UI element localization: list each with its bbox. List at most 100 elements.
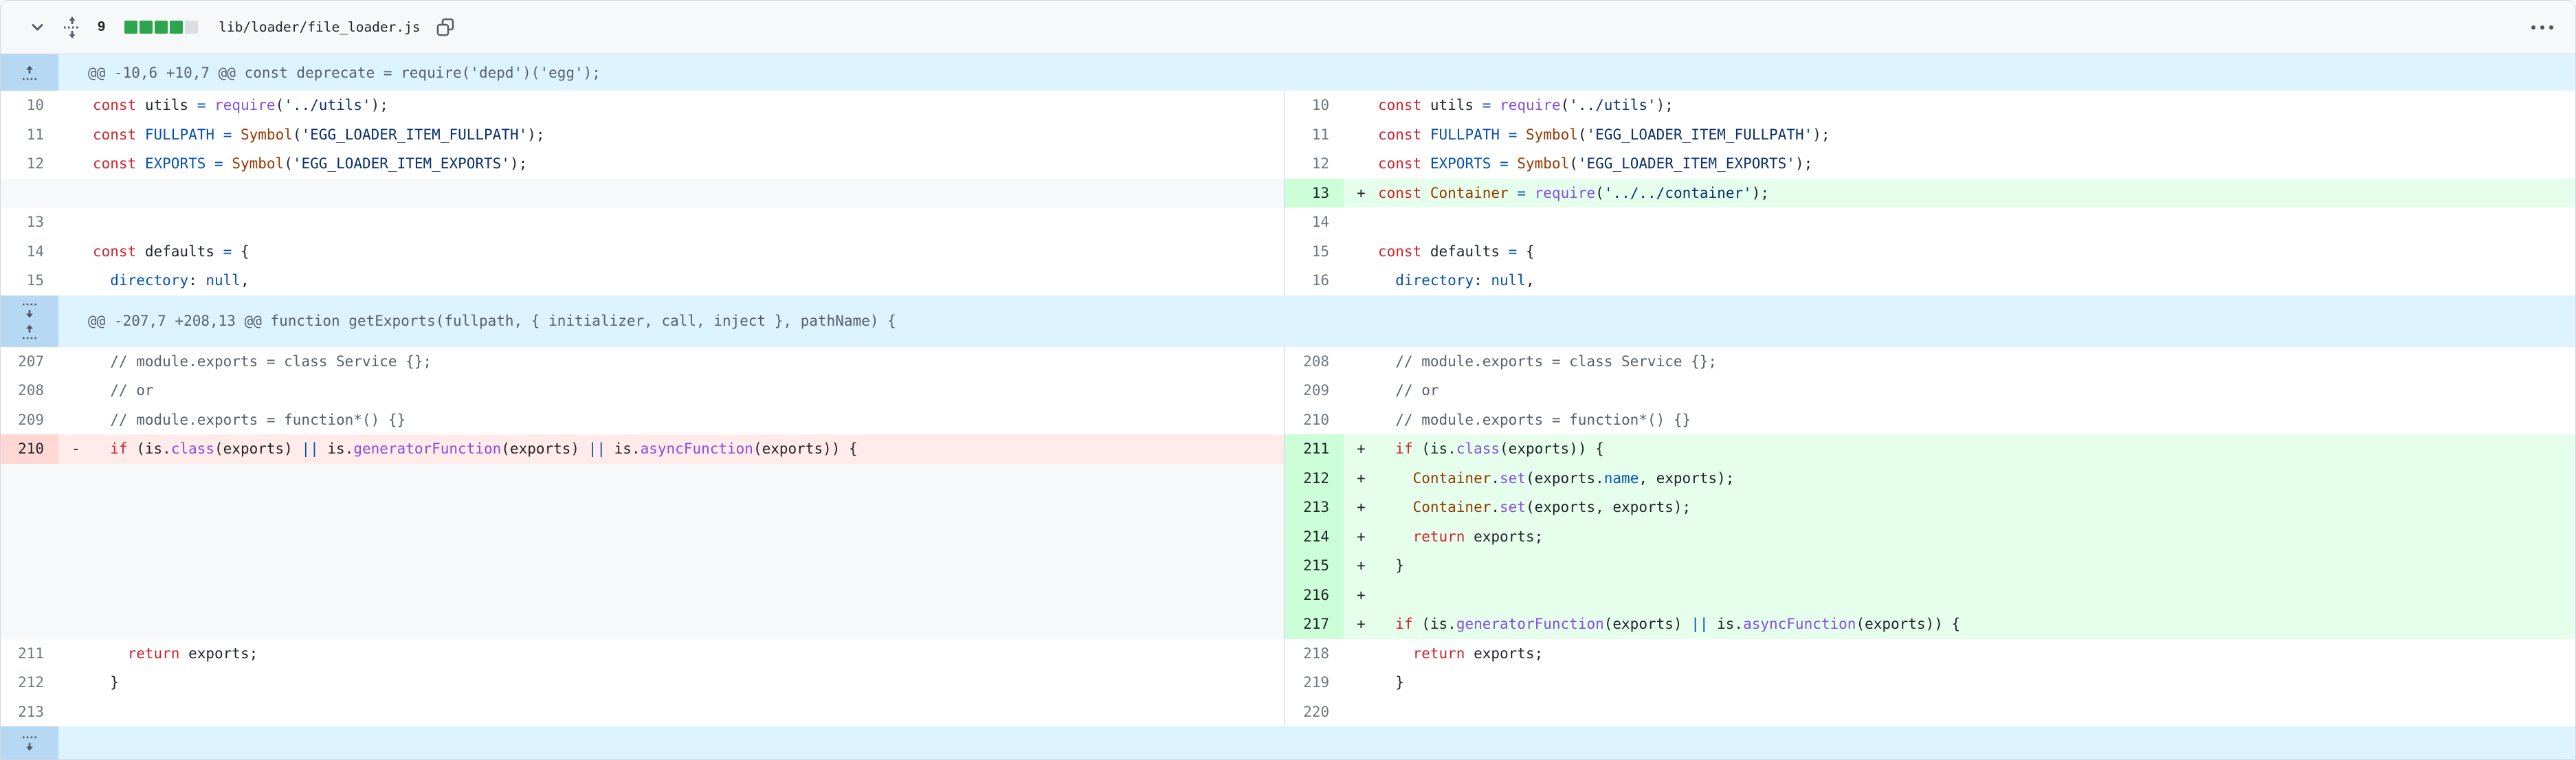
hunk-header-text: @@ -10,6 +10,7 @@ const deprecate = requ… [88,64,601,81]
diff-row: 211 return exports;218 return exports; [1,638,2575,669]
diff-row: 212 }219 } [1,668,2575,697]
diff-marker [58,120,93,150]
diff-marker [58,266,93,295]
code-text: // or [93,382,154,399]
line-number[interactable]: 14 [26,243,44,260]
code-text: directory: null, [1395,272,1535,289]
line-number[interactable]: 11 [1311,126,1329,143]
empty-cell [1,463,1284,493]
code-text [1378,208,2575,237]
diff-row: 207 // module.exports = class Service {}… [1,346,2575,377]
line-number[interactable]: 12 [1311,155,1329,172]
diff-marker [1344,347,1378,377]
fold-down-icon[interactable] [21,734,38,753]
file-options-button[interactable] [2529,23,2556,32]
code-text: const EXPORTS = Symbol('EGG_LOADER_ITEM_… [1378,155,1813,172]
line-number[interactable]: 207 [18,353,44,370]
diffstat-added-block [155,21,168,34]
line-number[interactable]: 10 [1311,97,1329,113]
added-line: 217+ if (is.generatorFunction(exports) |… [1284,610,2575,639]
context-line: 16 directory: null, [1284,266,2575,295]
diff-row: 213 220 [1,697,2575,727]
line-number[interactable]: 213 [18,703,44,720]
line-number[interactable]: 13 [1285,178,1344,208]
line-number[interactable]: 208 [18,382,44,399]
context-line: 218 return exports; [1284,638,2575,669]
code-text: const FULLPATH = Symbol('EGG_LOADER_ITEM… [1378,126,1830,143]
context-line: 207 // module.exports = class Service {}… [1,347,1284,377]
diff-row: 13+const Container = require('../../cont… [1,178,2575,208]
diff-row: 15 directory: null,16 directory: null, [1,266,2575,295]
context-line: 211 return exports; [1,639,1284,669]
diff-marker [1344,91,1378,120]
context-line: 210 // module.exports = function*() {} [1284,405,2575,435]
context-line: 12 const EXPORTS = Symbol('EGG_LOADER_ITE… [1284,149,2575,179]
diff-marker [1344,639,1378,669]
line-number[interactable]: 220 [1303,703,1329,720]
diff-marker [1344,405,1378,435]
line-number[interactable]: 210 [1,434,58,464]
diff-marker [1344,208,1378,237]
line-number[interactable]: 14 [1311,214,1329,230]
kebab-icon [2529,23,2556,32]
diff-marker [58,347,93,377]
diff-row: 13 14 [1,208,2575,237]
code-text: const defaults = { [1378,243,1535,260]
context-line: 14 [1284,208,2575,237]
diff-marker: + [1357,557,1366,574]
code-text: return exports; [127,645,258,662]
diff-marker: + [1357,469,1366,487]
line-number[interactable]: 212 [1285,463,1344,493]
diff-marker: + [1357,616,1366,632]
diff-marker [58,405,93,435]
line-number[interactable]: 212 [18,674,44,691]
line-number[interactable]: 216 [1285,580,1344,610]
empty-cell [1,610,1284,639]
line-number[interactable]: 210 [1303,411,1329,428]
added-line: 13+const Container = require('../../cont… [1284,178,2575,208]
line-number[interactable]: 218 [1303,645,1329,662]
line-number[interactable]: 217 [1285,610,1344,639]
diff-body: @@ -10,6 +10,7 @@ const deprecate = requ… [1,54,2575,759]
line-number[interactable]: 11 [26,126,44,143]
copy-path-button[interactable] [436,18,455,37]
fold-down-icon[interactable] [21,301,38,320]
expander-button[interactable] [1,295,58,347]
line-number[interactable]: 209 [1303,382,1329,399]
context-line: 219 } [1284,668,2575,697]
file-path-link[interactable]: lib/loader/file_loader.js [219,19,421,35]
diffstat-added-block [124,21,138,34]
code-text: } [93,674,119,691]
line-number[interactable]: 15 [26,272,44,289]
fold-up-icon[interactable] [21,63,38,82]
line-number[interactable]: 219 [1303,674,1329,691]
line-number[interactable]: 208 [1303,353,1329,370]
expander-button[interactable] [1,726,58,759]
expander-button[interactable] [1,54,58,91]
context-line: 15 const defaults = { [1284,236,2575,266]
chevron-down-icon [28,18,47,36]
context-line: 213 [1,697,1284,727]
line-number[interactable]: 13 [26,214,44,230]
line-number[interactable]: 15 [1311,243,1329,260]
expand-all-button[interactable] [62,15,82,40]
diff-marker [58,91,93,120]
diff-row: 210- if (is.class(exports) || is.generat… [1,434,2575,464]
line-number[interactable]: 213 [1285,493,1344,522]
line-number[interactable]: 209 [18,411,44,428]
line-number[interactable]: 214 [1285,522,1344,551]
line-number[interactable]: 211 [18,645,44,662]
line-number[interactable]: 10 [26,97,44,113]
line-number[interactable]: 215 [1285,551,1344,581]
diff-marker [58,639,93,669]
line-number[interactable]: 211 [1285,434,1344,464]
line-number[interactable]: 16 [1311,272,1329,289]
context-line: 212 } [1,668,1284,697]
diff-row: 214+ return exports; [1,522,2575,551]
code-text: const EXPORTS = Symbol('EGG_LOADER_ITEM_… [93,155,528,172]
context-line: 12 const EXPORTS = Symbol('EGG_LOADER_ITE… [1,149,1284,179]
fold-up-icon[interactable] [21,322,38,342]
collapse-file-button[interactable] [28,18,47,36]
line-number[interactable]: 12 [26,155,44,172]
